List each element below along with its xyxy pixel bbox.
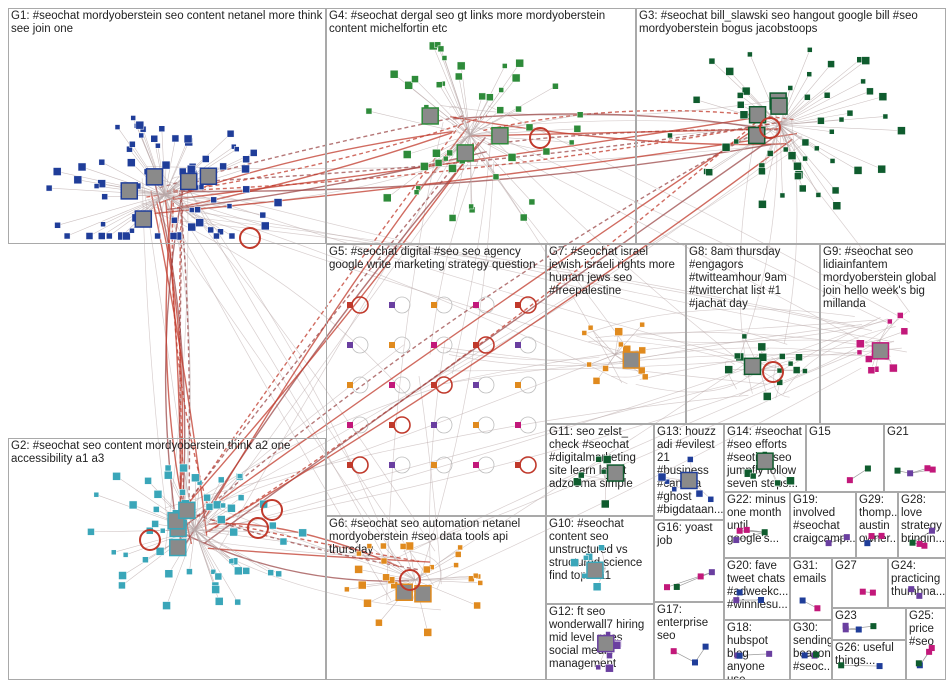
group-g3-box: G3: #seochat bill_slawski seo hangout go… bbox=[636, 8, 946, 244]
group-g10-label: G10: #seochat content seo unstructured v… bbox=[549, 518, 643, 582]
group-g13-label: G13: houzz adi #evilest 21 #business #ca… bbox=[657, 426, 724, 516]
group-g16-label: G16: yoast job bbox=[657, 522, 713, 547]
group-g24-box: G24: practicing thumbna... bbox=[888, 558, 946, 608]
group-g18-label: G18: hubspot blog anyone use... bbox=[727, 622, 768, 680]
group-g20-label: G20: fave tweet chats #adweekc... #winni… bbox=[727, 560, 789, 611]
group-g21-box: G21 bbox=[884, 424, 946, 492]
group-g11-box: G11: seo zelst_ check #seochat #digitalm… bbox=[546, 424, 654, 516]
group-g10-box: G10: #seochat content seo unstructured v… bbox=[546, 516, 654, 604]
group-g6-box: G6: #seochat seo automation netanel mord… bbox=[326, 516, 546, 680]
group-g19-box: G19: involved #seochat craigcamp... bbox=[790, 492, 856, 558]
group-g24-label: G24: practicing thumbna... bbox=[891, 560, 946, 598]
group-g6-label: G6: #seochat seo automation netanel mord… bbox=[329, 518, 521, 556]
group-g15-box: G15 bbox=[806, 424, 884, 492]
group-g30-label: G30: sending beacon #seoc... bbox=[793, 622, 832, 673]
group-g26-label: G26: useful things... bbox=[835, 642, 894, 667]
group-g23-label: G23 bbox=[835, 610, 857, 622]
group-g21-label: G21 bbox=[887, 426, 909, 438]
group-g5-box: G5: #seochat digital #seo seo agency goo… bbox=[326, 244, 546, 516]
group-g22-box: G22: minus one month until google's... bbox=[724, 492, 790, 558]
group-g14-label: G14: #seochat #seo efforts #seotips seo … bbox=[727, 426, 802, 490]
group-g23-box: G23 bbox=[832, 608, 906, 640]
group-g17-box: G17: enterprise seo bbox=[654, 602, 724, 680]
group-g2-label: G2: #seochat seo content mordyoberstein … bbox=[11, 440, 291, 465]
group-g31-label: G31: emails bbox=[793, 560, 827, 585]
group-g15-label: G15 bbox=[809, 426, 831, 438]
group-g18-box: G18: hubspot blog anyone use... bbox=[724, 620, 790, 680]
group-g14-box: G14: #seochat #seo efforts #seotips seo … bbox=[724, 424, 806, 492]
group-g27-label: G27 bbox=[835, 560, 857, 572]
group-g28-box: G28: love strategy bringin... bbox=[898, 492, 946, 558]
group-g3-label: G3: #seochat bill_slawski seo hangout go… bbox=[639, 10, 918, 35]
group-g2-box: G2: #seochat seo content mordyoberstein … bbox=[8, 438, 326, 680]
group-g12-box: G12: ft seo wonderwall7 hiring mid level… bbox=[546, 604, 654, 680]
group-g12-label: G12: ft seo wonderwall7 hiring mid level… bbox=[549, 606, 645, 670]
group-g28-label: G28: love strategy bringin... bbox=[901, 494, 946, 545]
group-g8-label: G8: 8am thursday #engagors #twitteamhour… bbox=[689, 246, 787, 310]
group-g7-label: G7: #seochat israel jewish israeli right… bbox=[549, 246, 675, 297]
group-g5-label: G5: #seochat digital #seo seo agency goo… bbox=[329, 246, 536, 271]
group-g19-label: G19: involved #seochat craigcamp... bbox=[793, 494, 856, 545]
group-g9-box: G9: #seochat seo lidiainfantem mordyober… bbox=[820, 244, 946, 424]
group-g20-box: G20: fave tweet chats #adweekc... #winni… bbox=[724, 558, 790, 620]
group-g17-label: G17: enterprise seo bbox=[657, 604, 709, 642]
group-g7-box: G7: #seochat israel jewish israeli right… bbox=[546, 244, 686, 424]
group-g4-box: G4: #seochat dergal seo gt links more mo… bbox=[326, 8, 636, 244]
group-g9-label: G9: #seochat seo lidiainfantem mordyober… bbox=[823, 246, 937, 310]
group-g25-box: G25: price #seo bbox=[906, 608, 946, 680]
group-g29-box: G29: thomp... austin owner... bbox=[856, 492, 898, 558]
group-g13-box: G13: houzz adi #evilest 21 #business #ca… bbox=[654, 424, 724, 520]
group-g26-box: G26: useful things... bbox=[832, 640, 906, 680]
group-g1-label: G1: #seochat mordyoberstein seo content … bbox=[11, 10, 323, 35]
group-g27-box: G27 bbox=[832, 558, 888, 608]
group-g4-label: G4: #seochat dergal seo gt links more mo… bbox=[329, 10, 606, 35]
group-g31-box: G31: emails bbox=[790, 558, 832, 620]
group-g1-box: G1: #seochat mordyoberstein seo content … bbox=[8, 8, 326, 244]
group-g22-label: G22: minus one month until google's... bbox=[727, 494, 786, 545]
group-g30-box: G30: sending beacon #seoc... bbox=[790, 620, 832, 680]
group-g16-box: G16: yoast job bbox=[654, 520, 724, 602]
group-g11-label: G11: seo zelst_ check #seochat #digitalm… bbox=[549, 426, 636, 490]
group-g8-box: G8: 8am thursday #engagors #twitteamhour… bbox=[686, 244, 820, 424]
group-g25-label: G25: price #seo bbox=[909, 610, 934, 648]
group-g29-label: G29: thomp... austin owner... bbox=[859, 494, 898, 545]
